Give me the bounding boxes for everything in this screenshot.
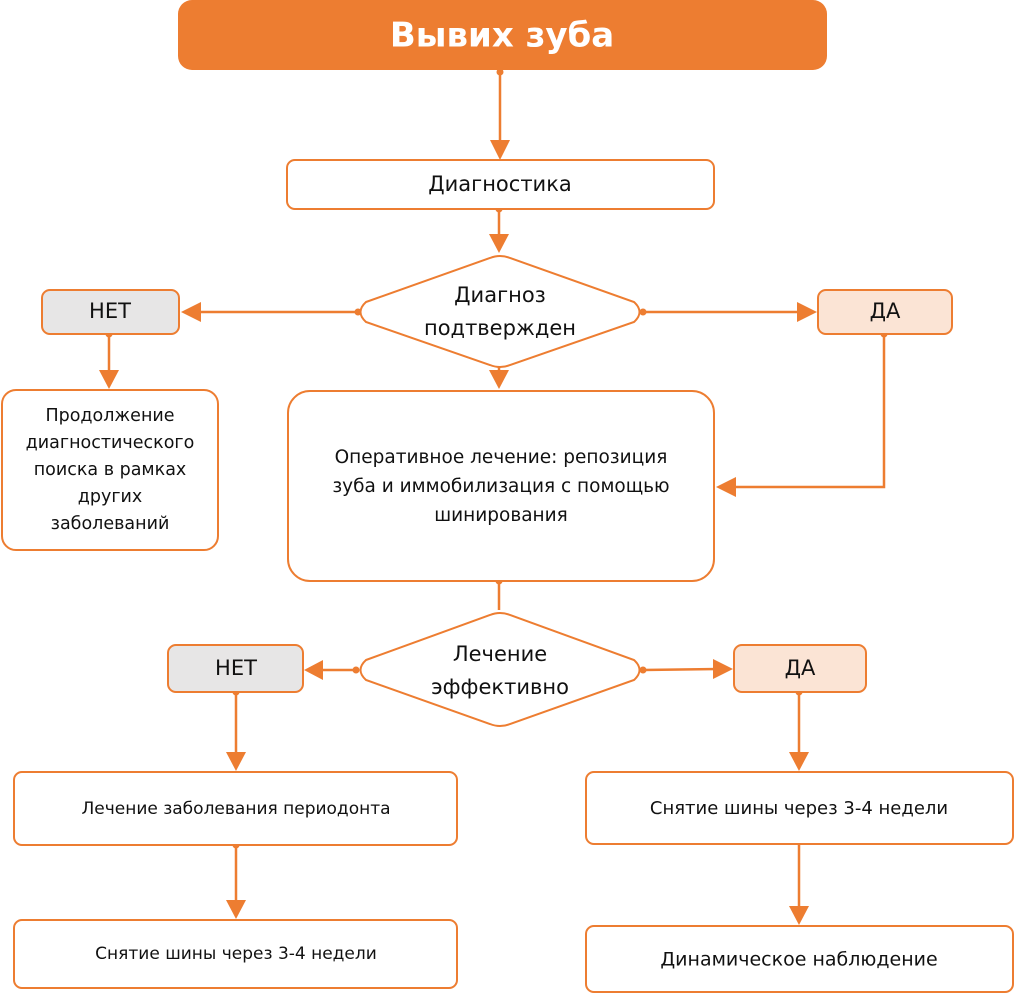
title-node: Вывих зуба: [178, 0, 827, 70]
decision2-shape: [359, 612, 641, 727]
no2-box: [167, 644, 304, 693]
diagnostics-node: Диагностика: [286, 159, 715, 210]
arrowhead: [789, 906, 809, 925]
observation-label: Динамическое наблюдение: [660, 949, 937, 971]
continue-search-line: поиска в рамках: [34, 460, 187, 480]
yes1-label: ДА: [870, 299, 901, 323]
connector-decision2-yes: [642, 667, 719, 672]
arrowhead: [797, 302, 817, 322]
yes1-box: [817, 289, 953, 335]
decision2-line: эффективно: [431, 675, 569, 699]
arrowhead: [226, 752, 246, 771]
periodont-box: [13, 771, 458, 846]
arrowhead: [181, 302, 201, 322]
no1-box: [41, 289, 180, 335]
decision1-shape: [359, 255, 641, 368]
periodont-node: Лечение заболевания периодонта: [13, 771, 458, 846]
operative-line: зуба и иммобилизация с помощью: [332, 476, 669, 497]
continue-search-line: других: [78, 487, 143, 507]
operative-node: Оперативное лечение: репозиция зуба и им…: [287, 390, 715, 582]
arrowhead: [713, 659, 733, 679]
continue-search-box: [1, 389, 219, 551]
diagnostics-label: Диагностика: [428, 172, 572, 196]
arrowhead: [304, 660, 323, 680]
splint-left-box: [13, 919, 458, 989]
title-box: [178, 0, 827, 70]
no1-label: НЕТ: [89, 299, 131, 323]
operative-line: шинирования: [434, 505, 568, 526]
decision2-node: Лечение эффективно: [359, 612, 641, 727]
splint-left-label: Снятие шины через 3-4 недели: [95, 944, 377, 964]
arrowhead: [490, 140, 510, 160]
decision1-line: Диагноз: [454, 283, 546, 307]
no2-node: НЕТ: [167, 644, 304, 693]
connector-dot: [496, 68, 504, 76]
decision1-node: Диагноз подтвержден: [359, 255, 641, 368]
connector-dot: [639, 308, 647, 316]
connector-dot: [639, 666, 647, 674]
arrowhead: [716, 477, 736, 497]
continue-search-line: Продолжение: [45, 406, 174, 426]
operative-line: Оперативное лечение: репозиция: [335, 447, 668, 468]
arrowhead: [789, 752, 809, 771]
decision1-line: подтвержден: [424, 316, 576, 340]
no2-label: НЕТ: [215, 656, 257, 680]
splint-right-label: Снятие шины через 3-4 недели: [650, 798, 948, 819]
observation-node: Динамическое наблюдение: [585, 925, 1014, 993]
splint-left-node: Снятие шины через 3-4 недели: [13, 919, 458, 989]
arrowhead: [99, 370, 119, 389]
arrowhead: [489, 370, 509, 389]
connector-yes1-operative: [731, 334, 886, 489]
title-text: Вывих зуба: [390, 16, 614, 56]
arrowhead: [489, 234, 509, 253]
continue-search-line: заболеваний: [51, 514, 170, 534]
periodont-label: Лечение заболевания периодонта: [81, 799, 390, 819]
splint-right-node: Снятие шины через 3-4 недели: [585, 771, 1014, 845]
arrowhead: [226, 900, 246, 919]
diagnostics-box: [286, 159, 715, 210]
yes2-node: ДА: [733, 644, 867, 693]
yes1-node: ДА: [817, 289, 953, 335]
continue-search-node: Продолжение диагностического поиска в ра…: [1, 389, 219, 551]
yes2-box: [733, 644, 867, 693]
yes2-label: ДА: [785, 656, 816, 680]
connector-dot: [352, 666, 360, 674]
operative-box: [287, 390, 715, 582]
decision2-line: Лечение: [453, 642, 547, 666]
splint-right-box: [585, 771, 1014, 845]
observation-box: [585, 925, 1014, 993]
no1-node: НЕТ: [41, 289, 180, 335]
continue-search-line: диагностического: [26, 433, 195, 453]
